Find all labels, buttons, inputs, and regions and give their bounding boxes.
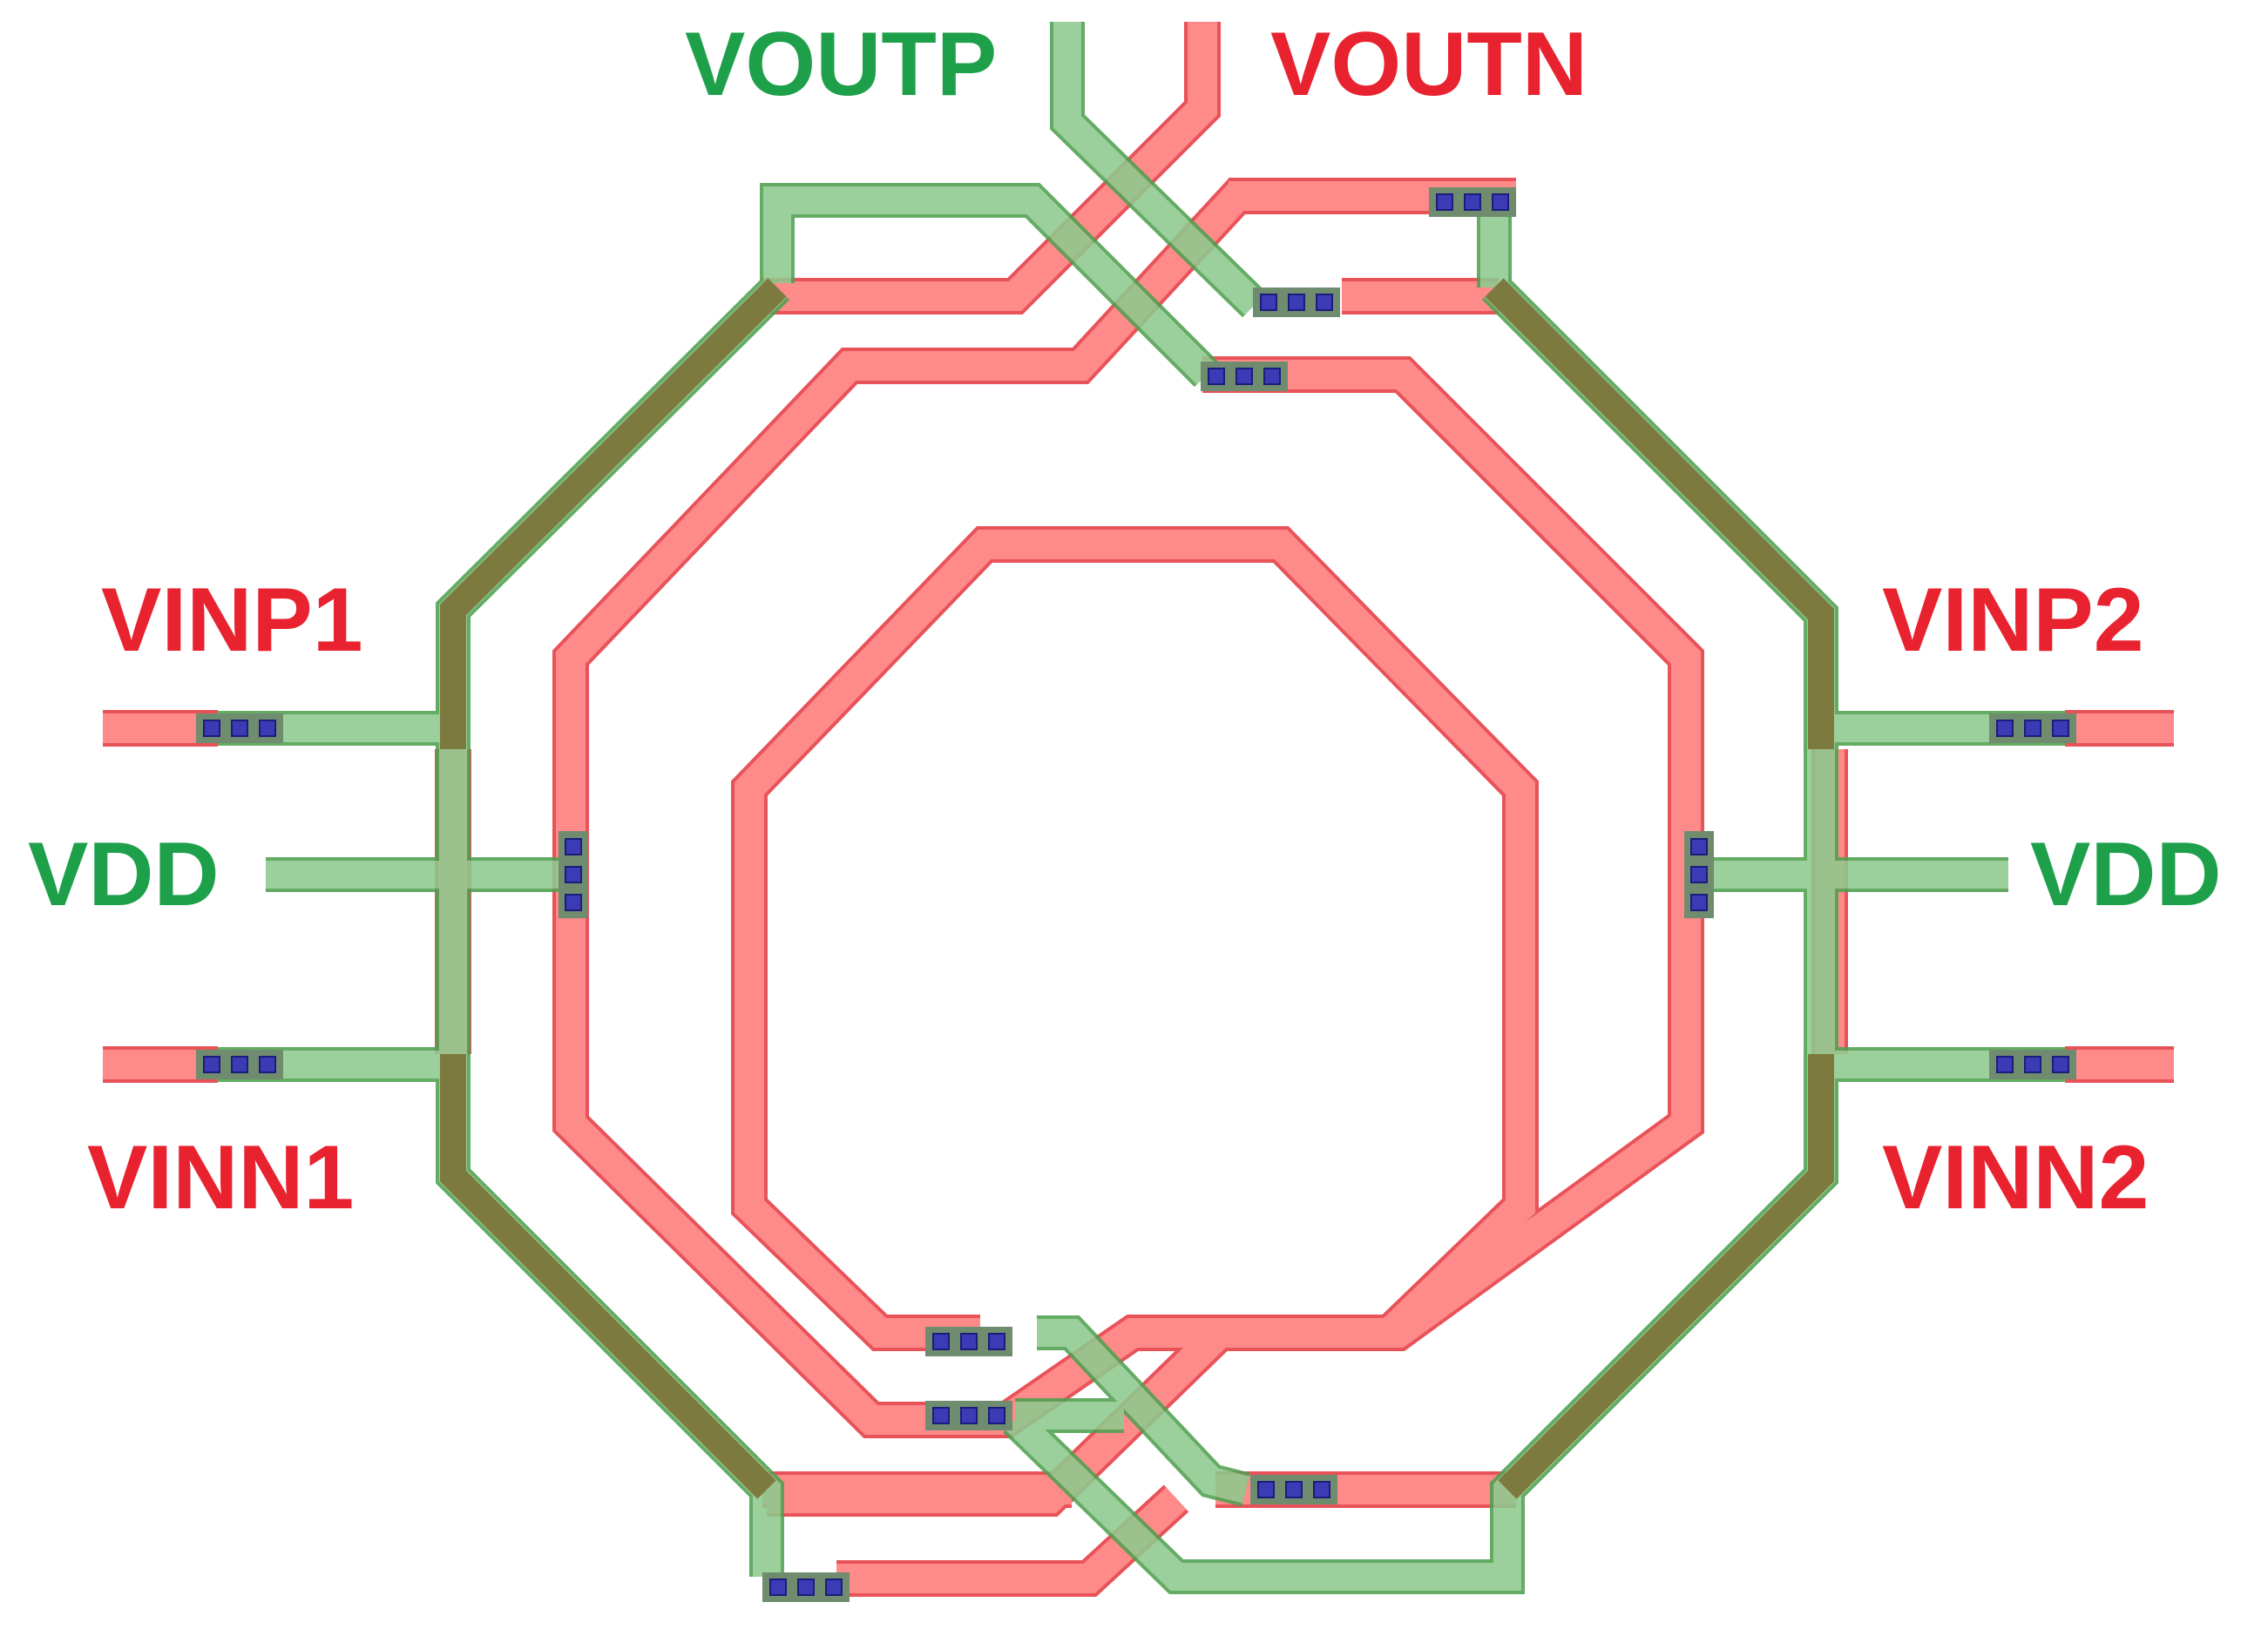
via-square — [1257, 1481, 1275, 1498]
via-cluster — [1684, 831, 1714, 918]
vinp1-label: VINP1 — [101, 570, 363, 671]
via-square — [960, 1333, 978, 1350]
via-cluster — [1429, 187, 1516, 217]
via-square — [932, 1333, 950, 1350]
via-square — [1492, 193, 1509, 211]
via-square — [565, 866, 582, 883]
via-square — [1464, 193, 1481, 211]
voutp-label: VOUTP — [685, 14, 998, 115]
via-square — [259, 1056, 276, 1073]
red-traces-fill — [103, 22, 2174, 1593]
overlap-regions — [440, 278, 1834, 1499]
via-square — [565, 894, 582, 911]
voutn-label: VOUTN — [1270, 14, 1588, 115]
via-square — [797, 1579, 815, 1596]
red-metal-layer — [103, 22, 2174, 1597]
via-square — [1285, 1481, 1303, 1498]
via-square — [259, 720, 276, 737]
via-cluster — [1989, 1050, 2076, 1079]
via-square — [2052, 1056, 2069, 1073]
via-cluster — [1201, 362, 1288, 391]
via-square — [565, 838, 582, 855]
vinn1-label: VINN1 — [87, 1127, 355, 1228]
via-square — [988, 1407, 1005, 1424]
via-square — [2024, 1056, 2041, 1073]
via-group — [196, 187, 2076, 1602]
via-cluster — [1253, 287, 1340, 317]
via-square — [988, 1333, 1005, 1350]
via-square — [1208, 368, 1225, 385]
via-square — [231, 1056, 248, 1073]
via-cluster — [925, 1401, 1012, 1430]
via-cluster — [762, 1572, 850, 1602]
via-cluster — [559, 831, 588, 918]
via-square — [2052, 720, 2069, 737]
via-cluster — [196, 1050, 283, 1079]
via-square — [203, 720, 220, 737]
via-square — [2024, 720, 2041, 737]
via-cluster — [196, 713, 283, 743]
vdd-right-label: VDD — [2030, 824, 2222, 925]
via-square — [1690, 866, 1708, 883]
via-square — [1996, 720, 2014, 737]
vdd-left-label: VDD — [28, 824, 220, 925]
via-square — [825, 1579, 843, 1596]
via-square — [231, 720, 248, 737]
via-cluster — [1989, 713, 2076, 743]
via-square — [1690, 838, 1708, 855]
via-square — [960, 1407, 978, 1424]
via-square — [932, 1407, 950, 1424]
via-square — [1690, 894, 1708, 911]
via-square — [1236, 368, 1253, 385]
via-square — [1996, 1056, 2014, 1073]
via-square — [1316, 294, 1333, 311]
vinp2-label: VINP2 — [1882, 570, 2144, 671]
via-square — [1313, 1481, 1330, 1498]
via-cluster — [1250, 1475, 1337, 1504]
via-square — [1288, 294, 1305, 311]
via-square — [1260, 294, 1277, 311]
vinn2-label: VINN2 — [1882, 1127, 2150, 1228]
via-square — [203, 1056, 220, 1073]
via-cluster — [925, 1327, 1012, 1356]
via-square — [1263, 368, 1281, 385]
via-square — [1436, 193, 1453, 211]
via-square — [769, 1579, 787, 1596]
